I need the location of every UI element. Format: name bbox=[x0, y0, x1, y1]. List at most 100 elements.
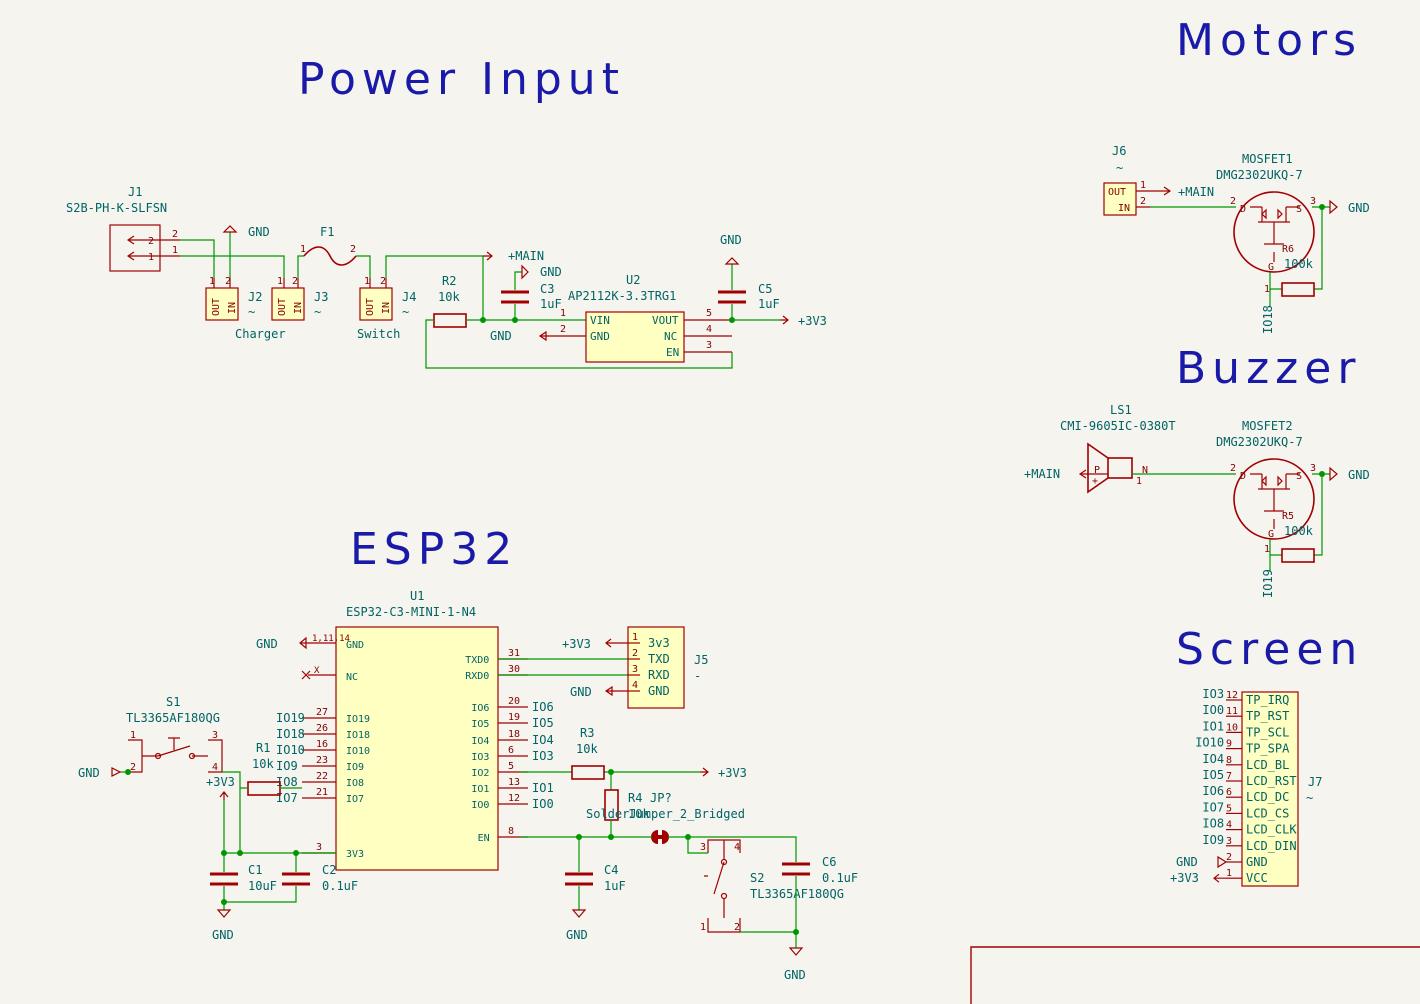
s1-gnd-symbol bbox=[111, 767, 122, 777]
solder-jumper[interactable]: JP? SolderJumper_2_Bridged bbox=[586, 791, 745, 844]
resistor-r3[interactable]: R3 10k bbox=[571, 726, 605, 780]
c6-ref: C6 bbox=[822, 855, 836, 869]
resistor-r4[interactable]: R4 10k bbox=[604, 772, 650, 837]
s2-ref: S2 bbox=[750, 871, 764, 885]
regulator-u2[interactable]: U2 AP2112K-3.3TRG1 1 VIN 2 GND 5 VOUT 4 … bbox=[490, 273, 732, 363]
u1-right-pin-num: 8 bbox=[508, 826, 514, 837]
j7-pin-name: TP_SPA bbox=[1246, 742, 1290, 756]
mosfet-1[interactable]: MOSFET1 DMG2302UKQ-7 D S G 2 3 1 R6 100k bbox=[1216, 152, 1316, 295]
ls1-one: 1 bbox=[1136, 476, 1142, 487]
title-screen: Screen bbox=[1176, 624, 1363, 675]
j7-pin-num: 1 bbox=[1226, 868, 1232, 879]
connector-j6[interactable]: J6 ~ OUT IN 1 2 +MAIN bbox=[1103, 144, 1214, 216]
j7-gnd-symbol bbox=[1217, 855, 1228, 869]
r5-body[interactable] bbox=[1281, 548, 1315, 563]
capacitor-c4[interactable]: GND C4 1uF bbox=[565, 837, 626, 942]
j1-pin1-num: 1 bbox=[148, 252, 154, 263]
mosfet2-ref: MOSFET2 bbox=[1242, 419, 1293, 433]
junction-main bbox=[480, 317, 486, 323]
c4-value: 1uF bbox=[604, 879, 626, 893]
f1-ref: F1 bbox=[320, 225, 334, 239]
c6-gnd-label: GND bbox=[784, 968, 806, 982]
u1-right-net-label: IO0 bbox=[532, 797, 554, 811]
j3-value: ~ bbox=[314, 305, 321, 319]
c3-gnd-symbol bbox=[521, 264, 529, 280]
s1-pin3: 3 bbox=[212, 730, 218, 741]
u1-right-pin-num: 6 bbox=[508, 745, 514, 756]
u1-left-net-label: IO7 bbox=[276, 791, 298, 805]
u2-pin2-num: 2 bbox=[560, 324, 566, 335]
f1-pin2: 2 bbox=[350, 244, 356, 255]
connector-j2[interactable]: OUT IN 1 2 J2 ~ Charger bbox=[205, 276, 286, 341]
u1-gnd-pin-nums: 1,11,14 bbox=[312, 634, 350, 644]
u1-left-net-label: IO10 bbox=[276, 743, 305, 757]
u1-left-pin-num: 21 bbox=[316, 787, 328, 798]
capacitor-c2[interactable]: C2 0.1uF bbox=[223, 853, 358, 910]
j7-net-label: IO0 bbox=[1202, 703, 1224, 717]
v33-arrow-power bbox=[780, 315, 789, 325]
s2-symbol bbox=[704, 839, 741, 933]
mosfet2-g: G bbox=[1268, 529, 1274, 540]
j3-body bbox=[271, 287, 305, 321]
wire-j3-f1 bbox=[297, 255, 304, 278]
u2-body bbox=[585, 311, 685, 363]
j7-value: ~ bbox=[1306, 791, 1313, 805]
r6-body[interactable] bbox=[1281, 282, 1315, 297]
u2-pin-vout: VOUT bbox=[652, 314, 679, 327]
c6-plates bbox=[782, 862, 810, 876]
u1-right-pin-num: 20 bbox=[508, 696, 520, 707]
j7-pin-name: TP_SCL bbox=[1246, 725, 1289, 739]
module-esp32[interactable]: U1 ESP32-C3-MINI-1-N4 GND NC 1,11,14 X G… bbox=[256, 589, 554, 871]
fuse-f1[interactable]: F1 1 2 bbox=[300, 225, 357, 266]
speaker-ls1[interactable]: LS1 CMI-9605IC-0380T P N + 1 bbox=[1060, 403, 1176, 494]
mosfet1-pin3: 3 bbox=[1310, 196, 1316, 207]
u1-left-pin-name: IO7 bbox=[346, 794, 364, 805]
resistor-r2[interactable]: R2 10k bbox=[433, 274, 467, 328]
j7-pin-name: TP_IRQ bbox=[1246, 693, 1289, 707]
connector-j4[interactable]: OUT IN 1 2 J4 ~ Switch bbox=[357, 276, 416, 341]
c3-value: 1uF bbox=[540, 297, 562, 311]
r5-ref: R5 bbox=[1282, 511, 1294, 522]
j1-pin1-outer: 1 bbox=[172, 245, 178, 256]
capacitor-c6[interactable]: C6 0.1uF bbox=[782, 855, 858, 948]
mosfet1-pin2: 2 bbox=[1230, 196, 1236, 207]
capacitor-c1[interactable]: C1 10uF bbox=[210, 853, 277, 902]
mosfet-2[interactable]: MOSFET2 DMG2302UKQ-7 D S G 2 3 1 R5 100k bbox=[1216, 419, 1316, 555]
jp-value: SolderJumper_2_Bridged bbox=[586, 807, 745, 821]
button-s1[interactable]: S1 TL3365AF180QG 1 2 3 4 bbox=[126, 695, 223, 773]
r1-value: 10k bbox=[252, 757, 274, 771]
jp-bridge bbox=[656, 835, 664, 839]
v33-arrow-esp bbox=[219, 791, 229, 800]
mosfet2-value: DMG2302UKQ-7 bbox=[1216, 435, 1303, 449]
j1-pin-arrows bbox=[126, 235, 160, 261]
connector-j1[interactable]: J1 S2B-PH-K-SLFSN 2 1 2 1 bbox=[66, 185, 180, 272]
j1-ref: J1 bbox=[128, 185, 142, 199]
wire-s2 bbox=[687, 837, 796, 933]
j6-ref: J6 bbox=[1112, 144, 1126, 158]
v33-label-io2: +3V3 bbox=[718, 766, 747, 780]
ls1-plus: + bbox=[1092, 476, 1098, 487]
u2-pin3-num: 3 bbox=[706, 340, 712, 351]
j3-pin1: 1 bbox=[277, 276, 283, 287]
c2-ref: C2 bbox=[322, 863, 336, 877]
j7-pin-name: GND bbox=[1246, 855, 1268, 869]
s1-pin2: 2 bbox=[130, 762, 136, 773]
capacitor-c3[interactable]: GND C3 1uF bbox=[501, 264, 562, 320]
u1-right-pin-name: IO0 bbox=[471, 800, 489, 811]
gnd-label-j2: GND bbox=[248, 225, 270, 239]
s1-symbol bbox=[128, 737, 223, 773]
s2-pin3: 3 bbox=[700, 842, 706, 853]
j7-net-label: IO6 bbox=[1202, 784, 1224, 798]
j7-pin-num: 4 bbox=[1226, 820, 1232, 831]
c1-ref: C1 bbox=[248, 863, 262, 877]
wire-mosfet2-source bbox=[1269, 473, 1330, 556]
s1-ref: S1 bbox=[166, 695, 180, 709]
button-s2[interactable]: 3 4 1 2 S2 TL3365AF180QG bbox=[700, 839, 844, 933]
j7-net-label: GND bbox=[1176, 855, 1198, 869]
capacitor-c5[interactable]: GND C5 1uF bbox=[718, 233, 780, 320]
connector-j3[interactable]: OUT IN 1 2 J3 ~ bbox=[271, 276, 328, 321]
u1-right-pin-num: 13 bbox=[508, 777, 520, 788]
